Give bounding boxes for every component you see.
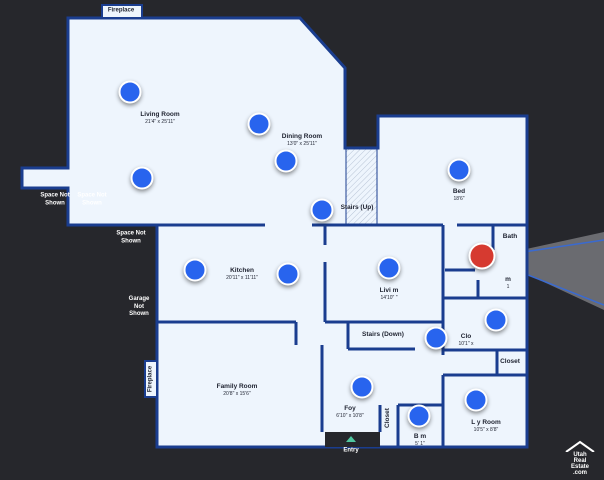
bath-label: Bath — [502, 232, 518, 240]
hotspot[interactable] — [464, 388, 488, 412]
stairs-down-label: Stairs (Down) — [362, 330, 404, 338]
hotspot[interactable] — [247, 112, 271, 136]
space-not-shown-2: Space Not Shown — [77, 192, 107, 207]
hotspot[interactable] — [118, 80, 142, 104]
fireplace-top-label: Fireplace — [107, 7, 135, 14]
hotspot[interactable] — [484, 308, 508, 332]
space-not-shown-3: Space Not Shown — [116, 230, 146, 245]
garage-not-shown: Garage Not Shown — [128, 295, 150, 317]
hotspot[interactable] — [310, 198, 334, 222]
current-position-hotspot[interactable] — [468, 242, 496, 270]
hotspot[interactable] — [377, 256, 401, 280]
closet-2-label: Closet — [383, 408, 391, 428]
entry-label: Entry — [343, 447, 359, 454]
fireplace-left-label: Fireplace — [147, 365, 154, 393]
closet-1-label: Closet — [500, 357, 520, 365]
interior-walls — [157, 223, 527, 447]
hotspot[interactable] — [274, 149, 298, 173]
hotspot[interactable] — [350, 375, 374, 399]
hotspot[interactable] — [447, 158, 471, 182]
hotspot[interactable] — [183, 258, 207, 282]
floor-outline — [20, 16, 529, 449]
hotspot[interactable] — [276, 262, 300, 286]
stairs-up-area — [345, 148, 378, 226]
space-not-shown-1: Space Not Shown — [40, 192, 70, 207]
hotspot[interactable] — [424, 326, 448, 350]
hotspot[interactable] — [407, 404, 431, 428]
entry-marker — [346, 436, 356, 442]
stairs-up-label: Stairs (Up) — [340, 203, 374, 211]
hotspot[interactable] — [130, 166, 154, 190]
